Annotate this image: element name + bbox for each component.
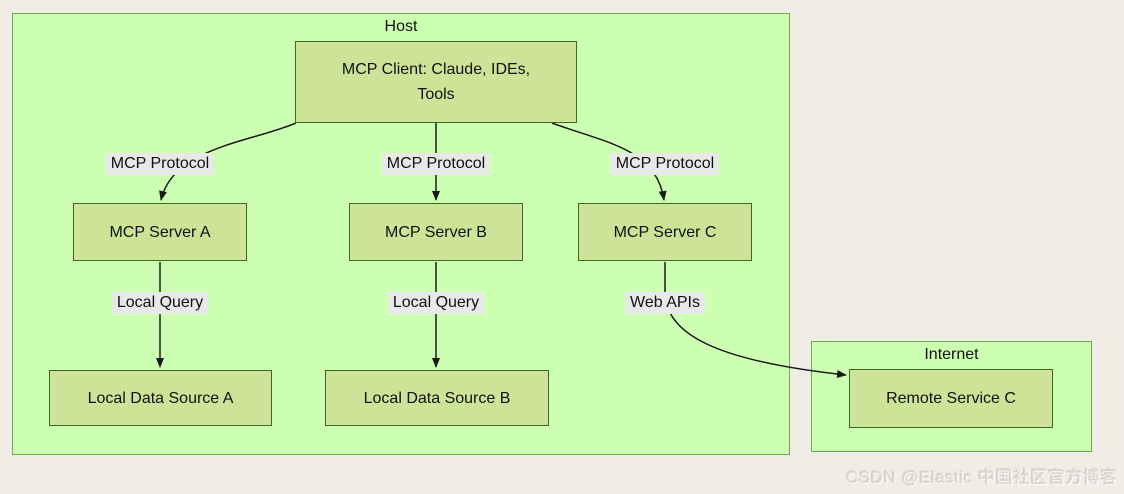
local-data-source-b-node: Local Data Source B (325, 370, 549, 426)
edge-label-web-apis: Web APIs (625, 292, 705, 314)
mcp-server-b-label: MCP Server B (385, 223, 487, 241)
mcp-server-a-node: MCP Server A (73, 203, 247, 261)
internet-cluster-title: Internet (924, 346, 979, 363)
remote-service-c-node: Remote Service C (849, 369, 1053, 428)
edge-label-mcp-protocol-2: MCP Protocol (381, 153, 491, 175)
mcp-server-c-label: MCP Server C (613, 223, 717, 241)
local-data-source-a-label: Local Data Source A (87, 389, 234, 407)
mcp-client-label-line1: MCP Client: Claude, IDEs, (341, 61, 531, 78)
edge-label-local-query-1: Local Query (111, 292, 209, 314)
host-cluster-title: Host (384, 18, 418, 35)
mcp-client-node: MCP Client: Claude, IDEs, Tools (295, 41, 577, 123)
mcp-server-b-node: MCP Server B (349, 203, 523, 261)
remote-service-c-label: Remote Service C (886, 390, 1016, 407)
csdn-watermark: CSDN @Elastic 中国社区官方博客 (846, 468, 1118, 487)
local-data-source-a-node: Local Data Source A (49, 370, 272, 426)
mcp-server-c-node: MCP Server C (578, 203, 752, 261)
mcp-server-a-label: MCP Server A (109, 223, 211, 241)
edge-label-mcp-protocol-3: MCP Protocol (610, 153, 720, 175)
edge-label-mcp-protocol-1: MCP Protocol (105, 153, 215, 175)
edge-label-local-query-2: Local Query (387, 292, 485, 314)
local-data-source-b-label: Local Data Source B (363, 389, 511, 407)
mcp-client-label-line2: Tools (417, 86, 455, 103)
